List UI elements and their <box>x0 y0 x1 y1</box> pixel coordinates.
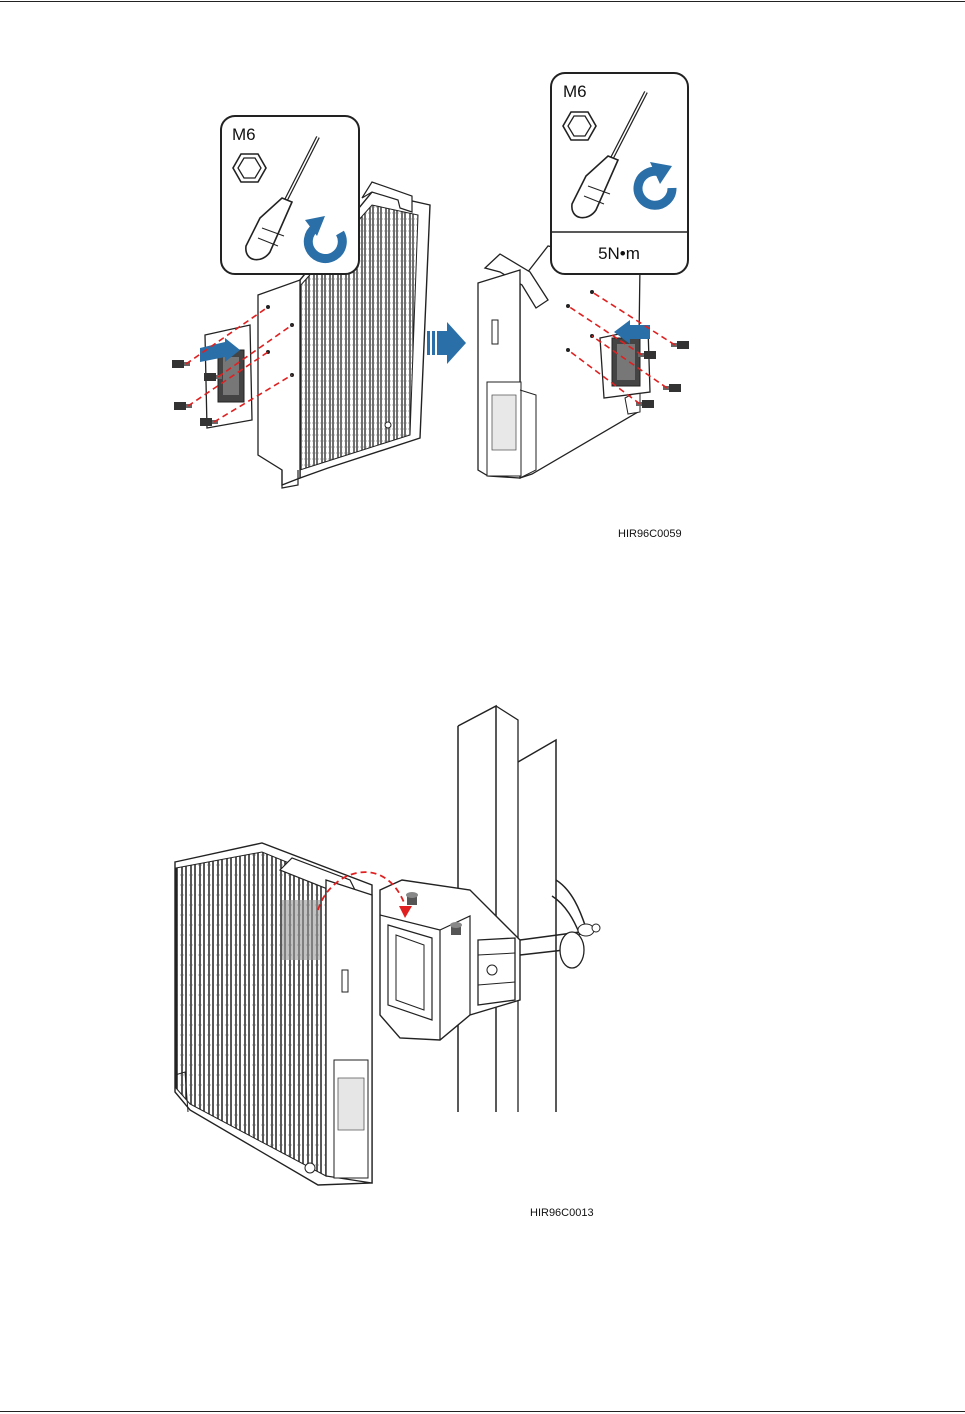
figure-remove-bracket: M6 <box>172 73 689 540</box>
right-tool-callout: M6 5N•m <box>551 73 688 274</box>
unit-being-mounted <box>175 843 372 1185</box>
torque-label: 5N•m <box>598 244 640 263</box>
transition-arrow-icon <box>427 322 466 364</box>
figure-mount-on-pole: HIR96C0013 <box>175 706 600 1219</box>
left-callout-label: M6 <box>232 125 256 144</box>
right-callout-label: M6 <box>563 82 587 101</box>
figure-code: HIR96C0059 <box>618 528 682 540</box>
figure-code: HIR96C0013 <box>530 1207 594 1219</box>
pole-bracket <box>380 880 520 1040</box>
clamp-rod <box>520 880 600 968</box>
left-tool-callout: M6 <box>221 116 359 274</box>
